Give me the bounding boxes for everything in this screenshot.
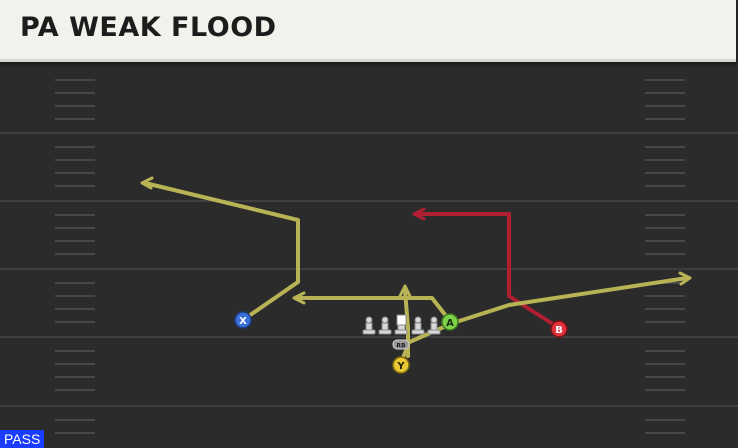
player-rb[interactable]: RB: [392, 339, 410, 350]
play-type-badge: PASS: [0, 430, 45, 448]
rb-marker-icon: [392, 339, 410, 350]
play-title-bar: PA WEAK FLOOD: [0, 0, 736, 62]
offensive-line: [362, 314, 441, 335]
yard-lines: [0, 132, 738, 407]
rb-label: RB: [396, 343, 406, 350]
player-y[interactable]: Y: [392, 356, 410, 374]
center-icon: [394, 314, 408, 335]
play-title: PA WEAK FLOOD: [20, 12, 277, 43]
route-b-corner: [416, 212, 561, 330]
play-field: RB X A B Y: [0, 79, 738, 434]
arrowhead-b-icon: [412, 207, 426, 221]
hash-marks-right: [645, 79, 685, 434]
player-b-label: B: [555, 325, 563, 336]
player-a[interactable]: A: [441, 313, 459, 331]
arrowhead-a-icon: [292, 291, 306, 305]
arrowhead-x-icon: [140, 176, 154, 190]
lineman-icon: [411, 316, 425, 335]
player-b[interactable]: B: [550, 320, 568, 338]
route-arrowhead-icon: [140, 176, 692, 305]
lineman-icon: [427, 316, 441, 335]
route-x-post: [143, 181, 300, 322]
hash-marks-left: [55, 79, 95, 434]
arrowhead-qb-icon: [398, 284, 412, 298]
route-a-drag: [296, 296, 452, 323]
lineman-icon: [378, 316, 392, 335]
arrowhead-y-icon: [678, 271, 692, 286]
player-y-label: Y: [396, 361, 405, 372]
player-x[interactable]: X: [234, 311, 252, 329]
player-a-label: A: [446, 318, 454, 329]
route-y-flat: [403, 276, 689, 346]
player-x-label: X: [239, 316, 247, 327]
lineman-icon: [362, 316, 376, 335]
